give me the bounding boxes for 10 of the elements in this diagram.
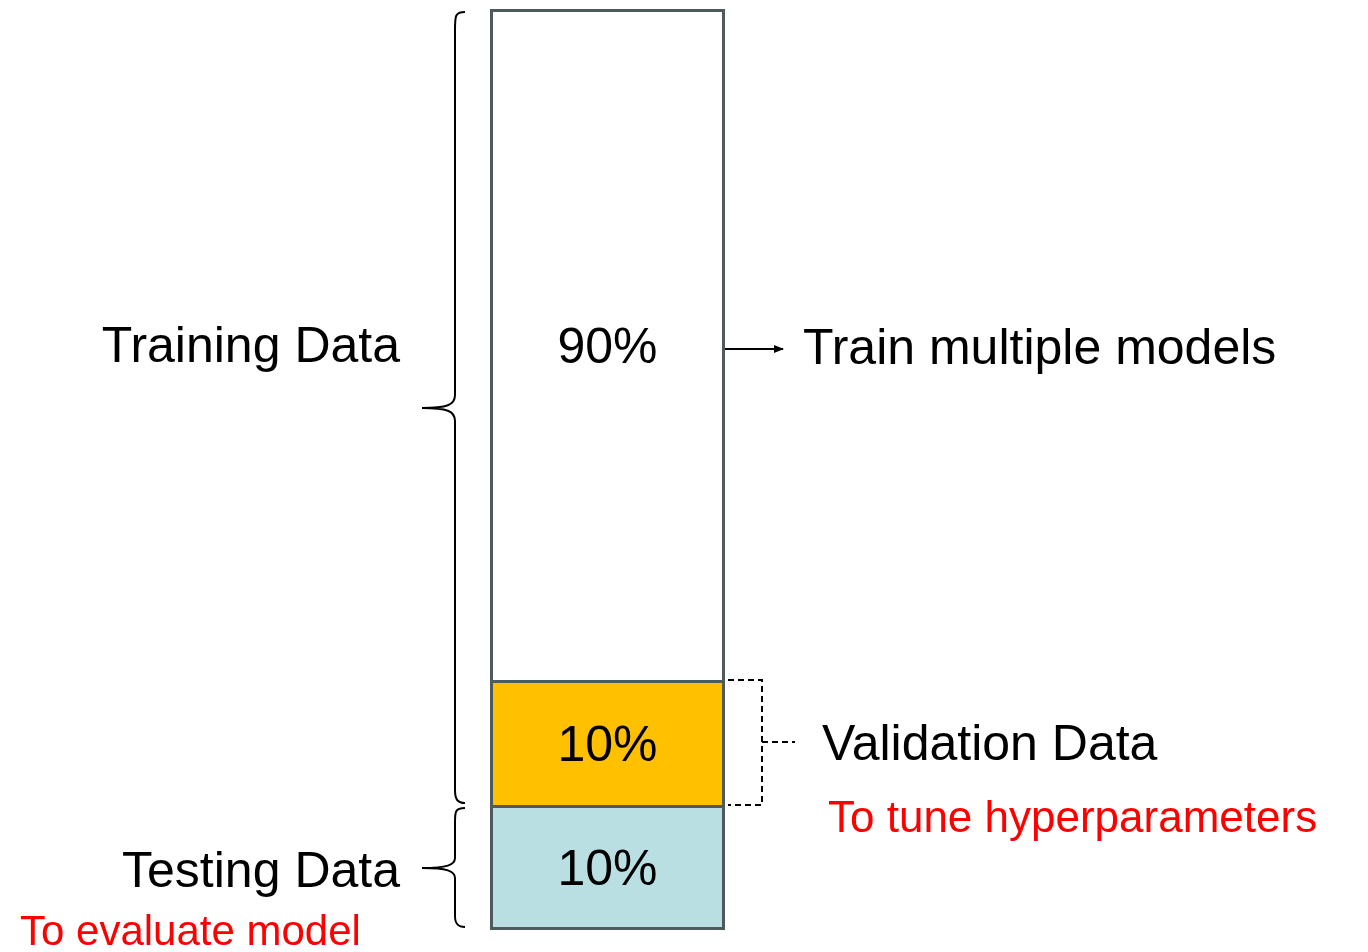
section-label: Validation Data [822, 718, 1158, 768]
note-text: To evaluate model [20, 910, 361, 952]
section-label: Testing Data [122, 845, 400, 895]
result-text: Train multiple models [803, 322, 1277, 372]
data-segment: 90% [490, 9, 725, 683]
note-text: To tune hyperparameters [828, 795, 1318, 839]
arrow [724, 345, 784, 353]
section-label: Training Data [101, 320, 400, 370]
data-segment: 10% [490, 680, 725, 808]
data-segment: 10% [490, 805, 725, 930]
